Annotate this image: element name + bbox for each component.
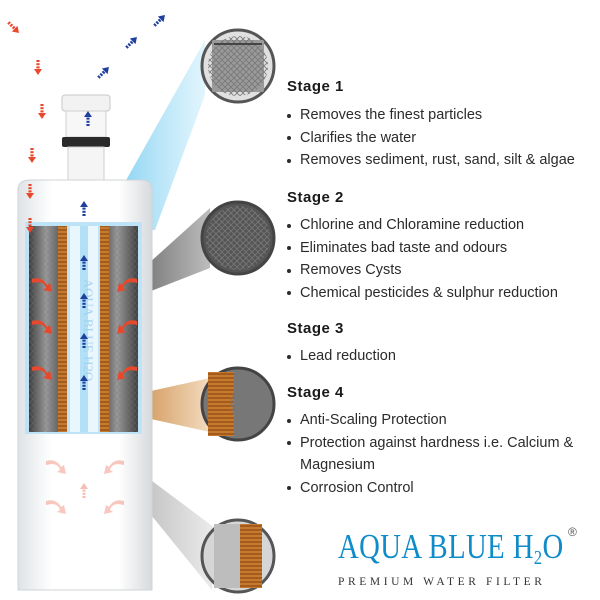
stage-1-item: Removes the finest particles <box>287 104 575 127</box>
stage-3-title: Stage 3 <box>287 320 344 337</box>
stage-2-item: Removes Cysts <box>287 259 558 282</box>
red-inflow-arrow-icon <box>104 460 124 474</box>
stage-2-item: Chlorine and Chloramine reduction <box>287 214 558 237</box>
red-inflow-arrow-icon <box>117 278 137 292</box>
brand-tagline: PREMIUM WATER FILTER <box>338 576 546 588</box>
red-inflow-arrow-icon <box>46 500 66 514</box>
red-inflow-arrow-icon <box>26 218 34 233</box>
stage-2-list: Chlorine and Chloramine reduction Elimin… <box>287 214 558 304</box>
red-inflow-arrow-icon <box>32 366 52 380</box>
red-inflow-arrow-icon <box>104 500 124 514</box>
red-inflow-arrow-icon <box>80 483 88 498</box>
red-inflow-arrow-icon <box>26 184 34 199</box>
stage-1-item: Clarifies the water <box>287 127 575 150</box>
filter-cartridge: AQUA BLUE H2O <box>17 94 153 591</box>
blue-outflow-arrow-icon <box>80 333 88 348</box>
red-inflow-arrow-icon <box>32 320 52 334</box>
blue-outflow-arrow-icon <box>125 37 137 49</box>
blue-outflow-arrow-icon <box>153 15 165 27</box>
stage-4-item: Protection against hardness i.e. Calcium… <box>287 432 600 477</box>
blue-outflow-arrow-icon <box>84 111 92 126</box>
brand-name: AQUA BLUE H2O <box>338 527 563 578</box>
blue-outflow-arrow-icon <box>80 255 88 270</box>
stage-1-item: Removes sediment, rust, sand, silt & alg… <box>287 149 575 172</box>
stage-3-list: Lead reduction <box>287 345 396 368</box>
brand-name-text: AQUA BLUE H <box>338 527 534 566</box>
brand-subscript: 2 <box>533 547 543 569</box>
red-inflow-arrow-icon <box>117 320 137 334</box>
blue-outflow-arrow-icon <box>80 293 88 308</box>
brand-logo: AQUA BLUE H2O ® PREMIUM WATER FILTER <box>338 525 588 588</box>
blue-outflow-arrow-icon <box>80 375 88 390</box>
red-inflow-arrow-icon <box>32 278 52 292</box>
cartridge-label: AQUA BLUE H2O <box>81 279 96 382</box>
outer-magnifier <box>200 518 276 594</box>
copper-rod-left <box>58 226 67 432</box>
registered-mark: ® <box>568 525 577 539</box>
red-inflow-arrow-icon <box>34 60 42 75</box>
red-inflow-arrow-icon <box>38 104 46 119</box>
stage1-magnifier <box>200 28 276 104</box>
red-inflow-arrow-icon <box>46 460 66 474</box>
blue-outflow-arrow-icon <box>80 201 88 216</box>
red-inflow-arrow-icon <box>7 21 19 33</box>
stage-2-item: Eliminates bad taste and odours <box>287 237 558 260</box>
stage-4-item: Anti-Scaling Protection <box>287 409 600 432</box>
stage2-magnifier <box>200 200 276 276</box>
brand-name-end: O <box>542 527 564 566</box>
copper-rod-right <box>100 226 109 432</box>
stage4-beam <box>110 378 210 432</box>
stage-4-title: Stage 4 <box>287 384 344 401</box>
stage-2-item: Chemical pesticides & sulphur reduction <box>287 282 558 305</box>
stage4-magnifier <box>200 366 276 442</box>
stage-4-item: Corrosion Control <box>287 477 600 500</box>
stage-1-title: Stage 1 <box>287 78 344 95</box>
blue-outflow-arrow-icon <box>97 67 109 79</box>
stage-3-item: Lead reduction <box>287 345 396 368</box>
stage-1-list: Removes the finest particles Clarifies t… <box>287 104 575 172</box>
stage-2-title: Stage 2 <box>287 189 344 206</box>
red-inflow-arrow-icon <box>117 366 137 380</box>
red-inflow-arrow-icon <box>28 148 36 163</box>
stage-4-list: Anti-Scaling Protection Protection again… <box>287 409 600 499</box>
